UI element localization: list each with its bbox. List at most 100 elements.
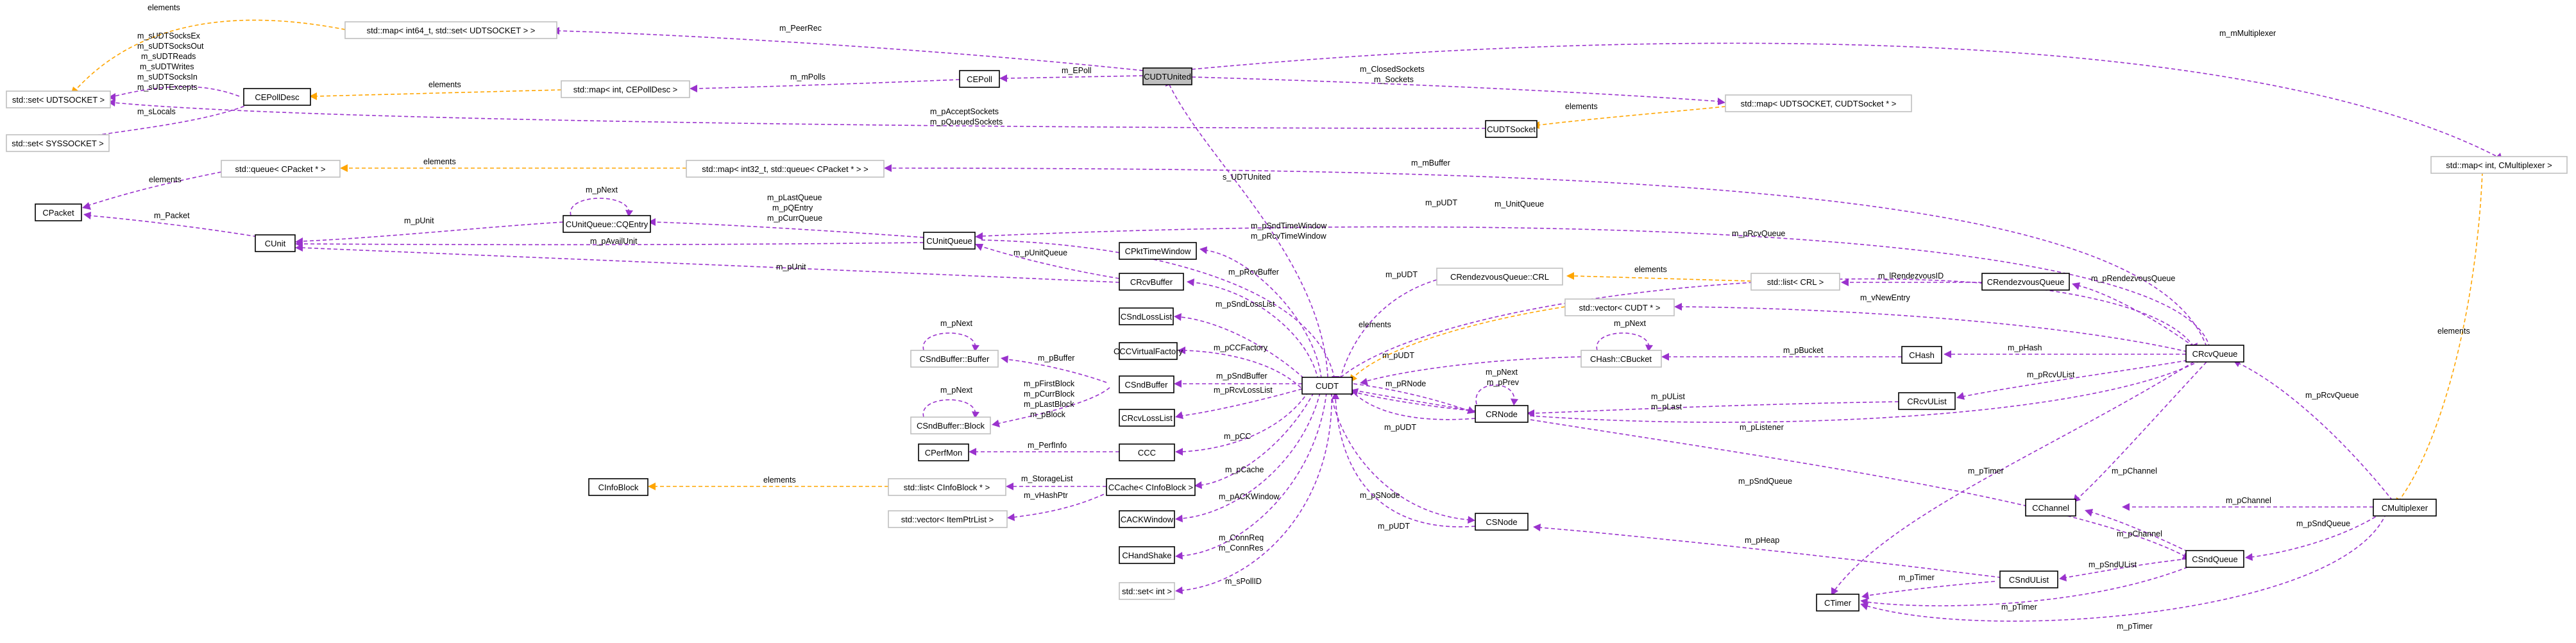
edge-cmultiplexer-to-crcvqueue: m_pRcvQueue: [2233, 360, 2393, 501]
node-map-udtsocket-cudtsocket[interactable]: std::map< UDTSOCKET, CUDTSocket * >: [1725, 94, 1912, 112]
node-cperfmon[interactable]: CPerfMon: [918, 443, 969, 461]
edge-label: m_pNext: [1486, 368, 1518, 377]
node-chandshake[interactable]: CHandShake: [1119, 546, 1175, 564]
node-cpacket[interactable]: CPacket: [35, 203, 82, 221]
node-set-int[interactable]: std::set< int >: [1119, 582, 1175, 600]
node-crcvqueue[interactable]: CRcvQueue: [2185, 345, 2244, 363]
edge-crcvqueue-to-crendezvousqueue: m_pRendezvousQueue: [2072, 274, 2194, 347]
node-ccc[interactable]: CCC: [1119, 443, 1175, 461]
edge-label: m_sUDTSocksIn: [137, 73, 198, 81]
node-vector-itemptrlist[interactable]: std::vector< ItemPtrList >: [888, 510, 1008, 528]
edge-crcvqueue-to-map-buffer: m_mBuffer: [884, 159, 2207, 347]
edge-cudt-to-set-int: m_sPollID: [1175, 392, 1332, 594]
node-csnode[interactable]: CSNode: [1475, 513, 1529, 531]
node-crendezvousqueue[interactable]: CRendezvousQueue: [1981, 273, 2070, 291]
node-ccache-cinfoblock[interactable]: CCache< CInfoBlock >: [1106, 478, 1196, 496]
node-crcvulist[interactable]: CRcvUList: [1898, 392, 1956, 410]
edge-cqentry-to-cunit: m_pUnit: [295, 216, 564, 245]
node-cepoll[interactable]: CEPoll: [959, 70, 1000, 88]
edge-label: m_pQEntry: [772, 203, 813, 212]
edge-label: m_sUDTExcepts: [137, 83, 198, 92]
edge-label: m_UnitQueue: [1495, 200, 1544, 209]
edge-label: m_pNext: [940, 386, 973, 395]
node-chash-cbucket[interactable]: CHash::CBucket: [1580, 350, 1662, 368]
node-csndulist[interactable]: CSndUList: [1999, 570, 2058, 588]
node-ctimer[interactable]: CTimer: [1816, 594, 1860, 612]
edge-crcvqueue-to-chash: m_pHash: [1944, 343, 2186, 358]
node-map-int-cepolldesc[interactable]: std::map< int, CEPollDesc >: [561, 80, 690, 98]
node-map-int64-set-udtsocket[interactable]: std::map< int64_t, std::set< UDTSOCKET >…: [344, 21, 557, 39]
edge-label: m_EPoll: [1062, 66, 1092, 75]
node-cudtsocket[interactable]: CUDTSocket: [1485, 120, 1538, 138]
edge-csndulist-to-ctimer: m_pTimer: [1861, 573, 1996, 599]
node-cudtunited[interactable]: CUDTUnited: [1142, 67, 1192, 85]
edge-label: m_pLastBlock: [1024, 400, 1074, 409]
edge-ccc-to-cperfmon: m_PerfInfo: [969, 441, 1119, 456]
node-csndlosslist[interactable]: CSndLossList: [1119, 307, 1174, 325]
node-cepolldesc[interactable]: CEPollDesc: [243, 88, 311, 106]
edge-label: m_pSndLossList: [1216, 300, 1275, 309]
node-cudt[interactable]: CUDT: [1301, 377, 1353, 395]
node-label: std::set< SYSSOCKET >: [12, 139, 104, 148]
edge-label: m_pRcvLossList: [1214, 386, 1273, 395]
node-csndbuffer[interactable]: CSndBuffer: [1119, 375, 1174, 393]
node-cchannel[interactable]: CChannel: [2025, 499, 2076, 517]
edge-csndqueue-to-cchannel: m_pChannel: [2085, 509, 2194, 555]
node-list-crl[interactable]: std::list< CRL >: [1750, 273, 1840, 291]
node-cunitqueue-cqentry[interactable]: CUnitQueue::CQEntry: [563, 215, 651, 233]
edge-label: m_Sockets: [1374, 75, 1414, 84]
edge-cudtsocket-to-set-udtsocket: m_pAcceptSockets m_pQueuedSockets: [108, 99, 1486, 129]
node-label: CUnitQueue: [926, 236, 972, 246]
node-cunit[interactable]: CUnit: [255, 234, 296, 252]
node-set-udtsocket[interactable]: std::set< UDTSOCKET >: [6, 90, 111, 108]
edge-label: elements: [148, 3, 180, 12]
edge-label: m_pUDT: [1382, 351, 1414, 360]
edge-label: m_pChannel: [2112, 467, 2157, 476]
node-label: CHash::CBucket: [1590, 354, 1652, 364]
node-list-cinfoblock[interactable]: std::list< CInfoBlock * >: [888, 478, 1006, 496]
node-crnode[interactable]: CRNode: [1475, 405, 1529, 423]
node-label: CPktTimeWindow: [1125, 246, 1191, 256]
node-label: std::vector< CUDT * >: [1579, 303, 1661, 313]
node-queue-cpacket[interactable]: std::queue< CPacket * >: [221, 160, 341, 178]
node-cccvirtualfactory[interactable]: CCCVirtualFactory: [1114, 342, 1183, 360]
node-cinfoblock[interactable]: CInfoBlock: [588, 478, 648, 496]
node-csndbuffer-block[interactable]: CSndBuffer::Block: [910, 416, 991, 434]
node-label: std::vector< ItemPtrList >: [901, 515, 994, 524]
node-map-int-cmultiplexer[interactable]: std::map< int, CMultiplexer >: [2430, 156, 2568, 174]
node-vector-cudt[interactable]: std::vector< CUDT * >: [1564, 298, 1675, 316]
edge-label: m_pSndBuffer: [1216, 372, 1267, 381]
node-label: std::set< int >: [1122, 587, 1172, 596]
node-crcvbuffer[interactable]: CRcvBuffer: [1119, 273, 1184, 291]
edge-label: m_pListener: [1740, 423, 1784, 432]
edge-crcvbuffer-to-cunitqueue: m_pUnitQueue: [975, 244, 1120, 279]
node-cunitqueue[interactable]: CUnitQueue: [923, 232, 976, 250]
edge-label: m_PerfInfo: [1028, 441, 1067, 450]
node-csndqueue[interactable]: CSndQueue: [2185, 550, 2244, 568]
edge-csndbuffer-to-block: m_pFirstBlock m_pCurrBlock m_pLastBlock …: [992, 379, 1110, 427]
node-crcvlosslist[interactable]: CRcvLossList: [1119, 409, 1175, 427]
node-cmultiplexer[interactable]: CMultiplexer: [2373, 499, 2437, 517]
edge-label: elements: [1634, 265, 1667, 274]
node-crendezvousqueue-crl[interactable]: CRendezvousQueue::CRL: [1436, 268, 1563, 286]
edge-cbucket-to-cudt: m_pUDT: [1360, 351, 1582, 386]
edge-label: m_pNext: [940, 319, 973, 328]
edge-cudt-to-crcvlosslist: m_pRcvLossList: [1175, 386, 1303, 419]
edge-cudt-to-ccache: m_pCache: [1194, 392, 1314, 489]
edge-cudtunited-to-map-sockets: m_ClosedSockets m_Sockets: [1191, 65, 1725, 105]
edge-cmultiplexer-to-csndqueue: m_pSndQueue: [2245, 513, 2382, 561]
edge-label: m_PeerRec: [779, 24, 822, 33]
node-set-syssocket[interactable]: std::set< SYSSOCKET >: [6, 134, 110, 152]
node-label: CSndBuffer::Buffer: [920, 354, 990, 364]
node-cpkttimewindow[interactable]: CPktTimeWindow: [1119, 242, 1197, 260]
node-csndbuffer-buffer[interactable]: CSndBuffer::Buffer: [910, 350, 999, 368]
node-label: std::set< UDTSOCKET >: [12, 95, 105, 105]
edge-crcvbuffer-to-cunit: m_pUnit: [295, 244, 1120, 283]
edge-label: m_pAvailUnit: [590, 237, 638, 246]
node-chash[interactable]: CHash: [1901, 346, 1942, 364]
node-cackwindow[interactable]: CACKWindow: [1119, 510, 1175, 528]
node-map-int32-queue-cpacket[interactable]: std::map< int32_t, std::queue< CPacket *…: [686, 160, 885, 178]
node-label: std::list< CInfoBlock * >: [904, 483, 990, 492]
edge-cepoll-to-map-int-cepolldesc: m_mPolls: [690, 73, 960, 92]
edge-label: m_pRcvUList: [2027, 370, 2075, 379]
